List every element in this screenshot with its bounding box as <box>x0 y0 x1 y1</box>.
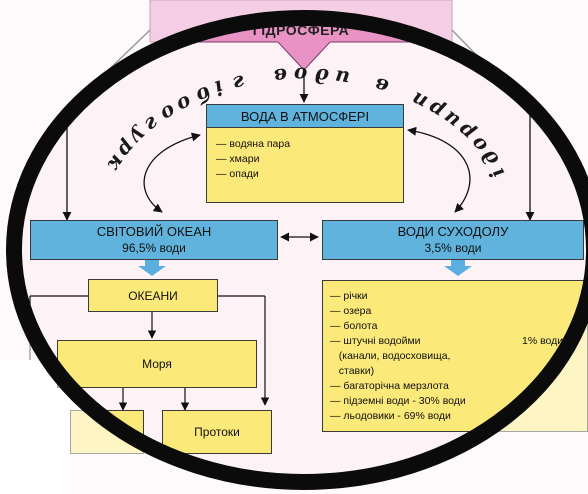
atmosphere-header: ВОДА В АТМОСФЕРІ <box>206 104 404 128</box>
land-item-lakes: — озера <box>330 305 372 317</box>
ocean-header: СВІТОВИЙ ОКЕАН 96,5% води <box>30 220 278 260</box>
land-item-artificial: — штучні водойми <box>330 335 421 347</box>
land-item-artificial-detail-1: (канали, водосховища, <box>330 350 451 362</box>
land-item-groundwater: — підземні води - 30% води <box>330 395 466 407</box>
land-header: ВОДИ СУХОДОЛУ 3,5% води <box>322 220 584 260</box>
straits-box: Протоки <box>162 410 272 454</box>
land-blue-arrow <box>444 260 472 276</box>
atmosphere-list: — водяна пара — хмари — опади <box>216 137 290 182</box>
atmosphere-item-clouds: — хмари <box>216 153 260 165</box>
land-subtitle: 3,5% води <box>424 241 482 255</box>
curve-left-arrow <box>143 132 201 213</box>
land-item-artificial-detail-2: ставки) <box>330 365 375 377</box>
right-banner-line <box>451 29 531 111</box>
land-item-rivers: — річки <box>330 290 368 302</box>
curve-right-arrow <box>407 126 471 213</box>
bottom-left-box <box>70 410 144 454</box>
ocean-blue-arrow <box>138 260 166 276</box>
land-list: — річки — озера — болота — штучні водойм… <box>330 289 466 424</box>
land-item-permafrost: — багаторічна мерзлота <box>330 380 449 392</box>
seas-box: Моря <box>57 340 257 388</box>
bracket-label: 1% води <box>522 335 564 347</box>
oceans-box: ОКЕАНИ <box>88 279 218 312</box>
land-item-swamps: — болота <box>330 320 378 332</box>
land-title: ВОДИ СУХОДОЛУ <box>397 224 509 239</box>
atmosphere-item-vapour: — водяна пара <box>216 138 291 150</box>
atmosphere-item-precipitation: — опади <box>216 168 259 180</box>
ocean-subtitle: 96,5% води <box>122 241 186 255</box>
land-item-glaciers: — льодовики - 69% води <box>330 410 451 422</box>
left-banner-line <box>66 29 151 111</box>
ocean-title: СВІТОВИЙ ОКЕАН <box>96 224 212 239</box>
